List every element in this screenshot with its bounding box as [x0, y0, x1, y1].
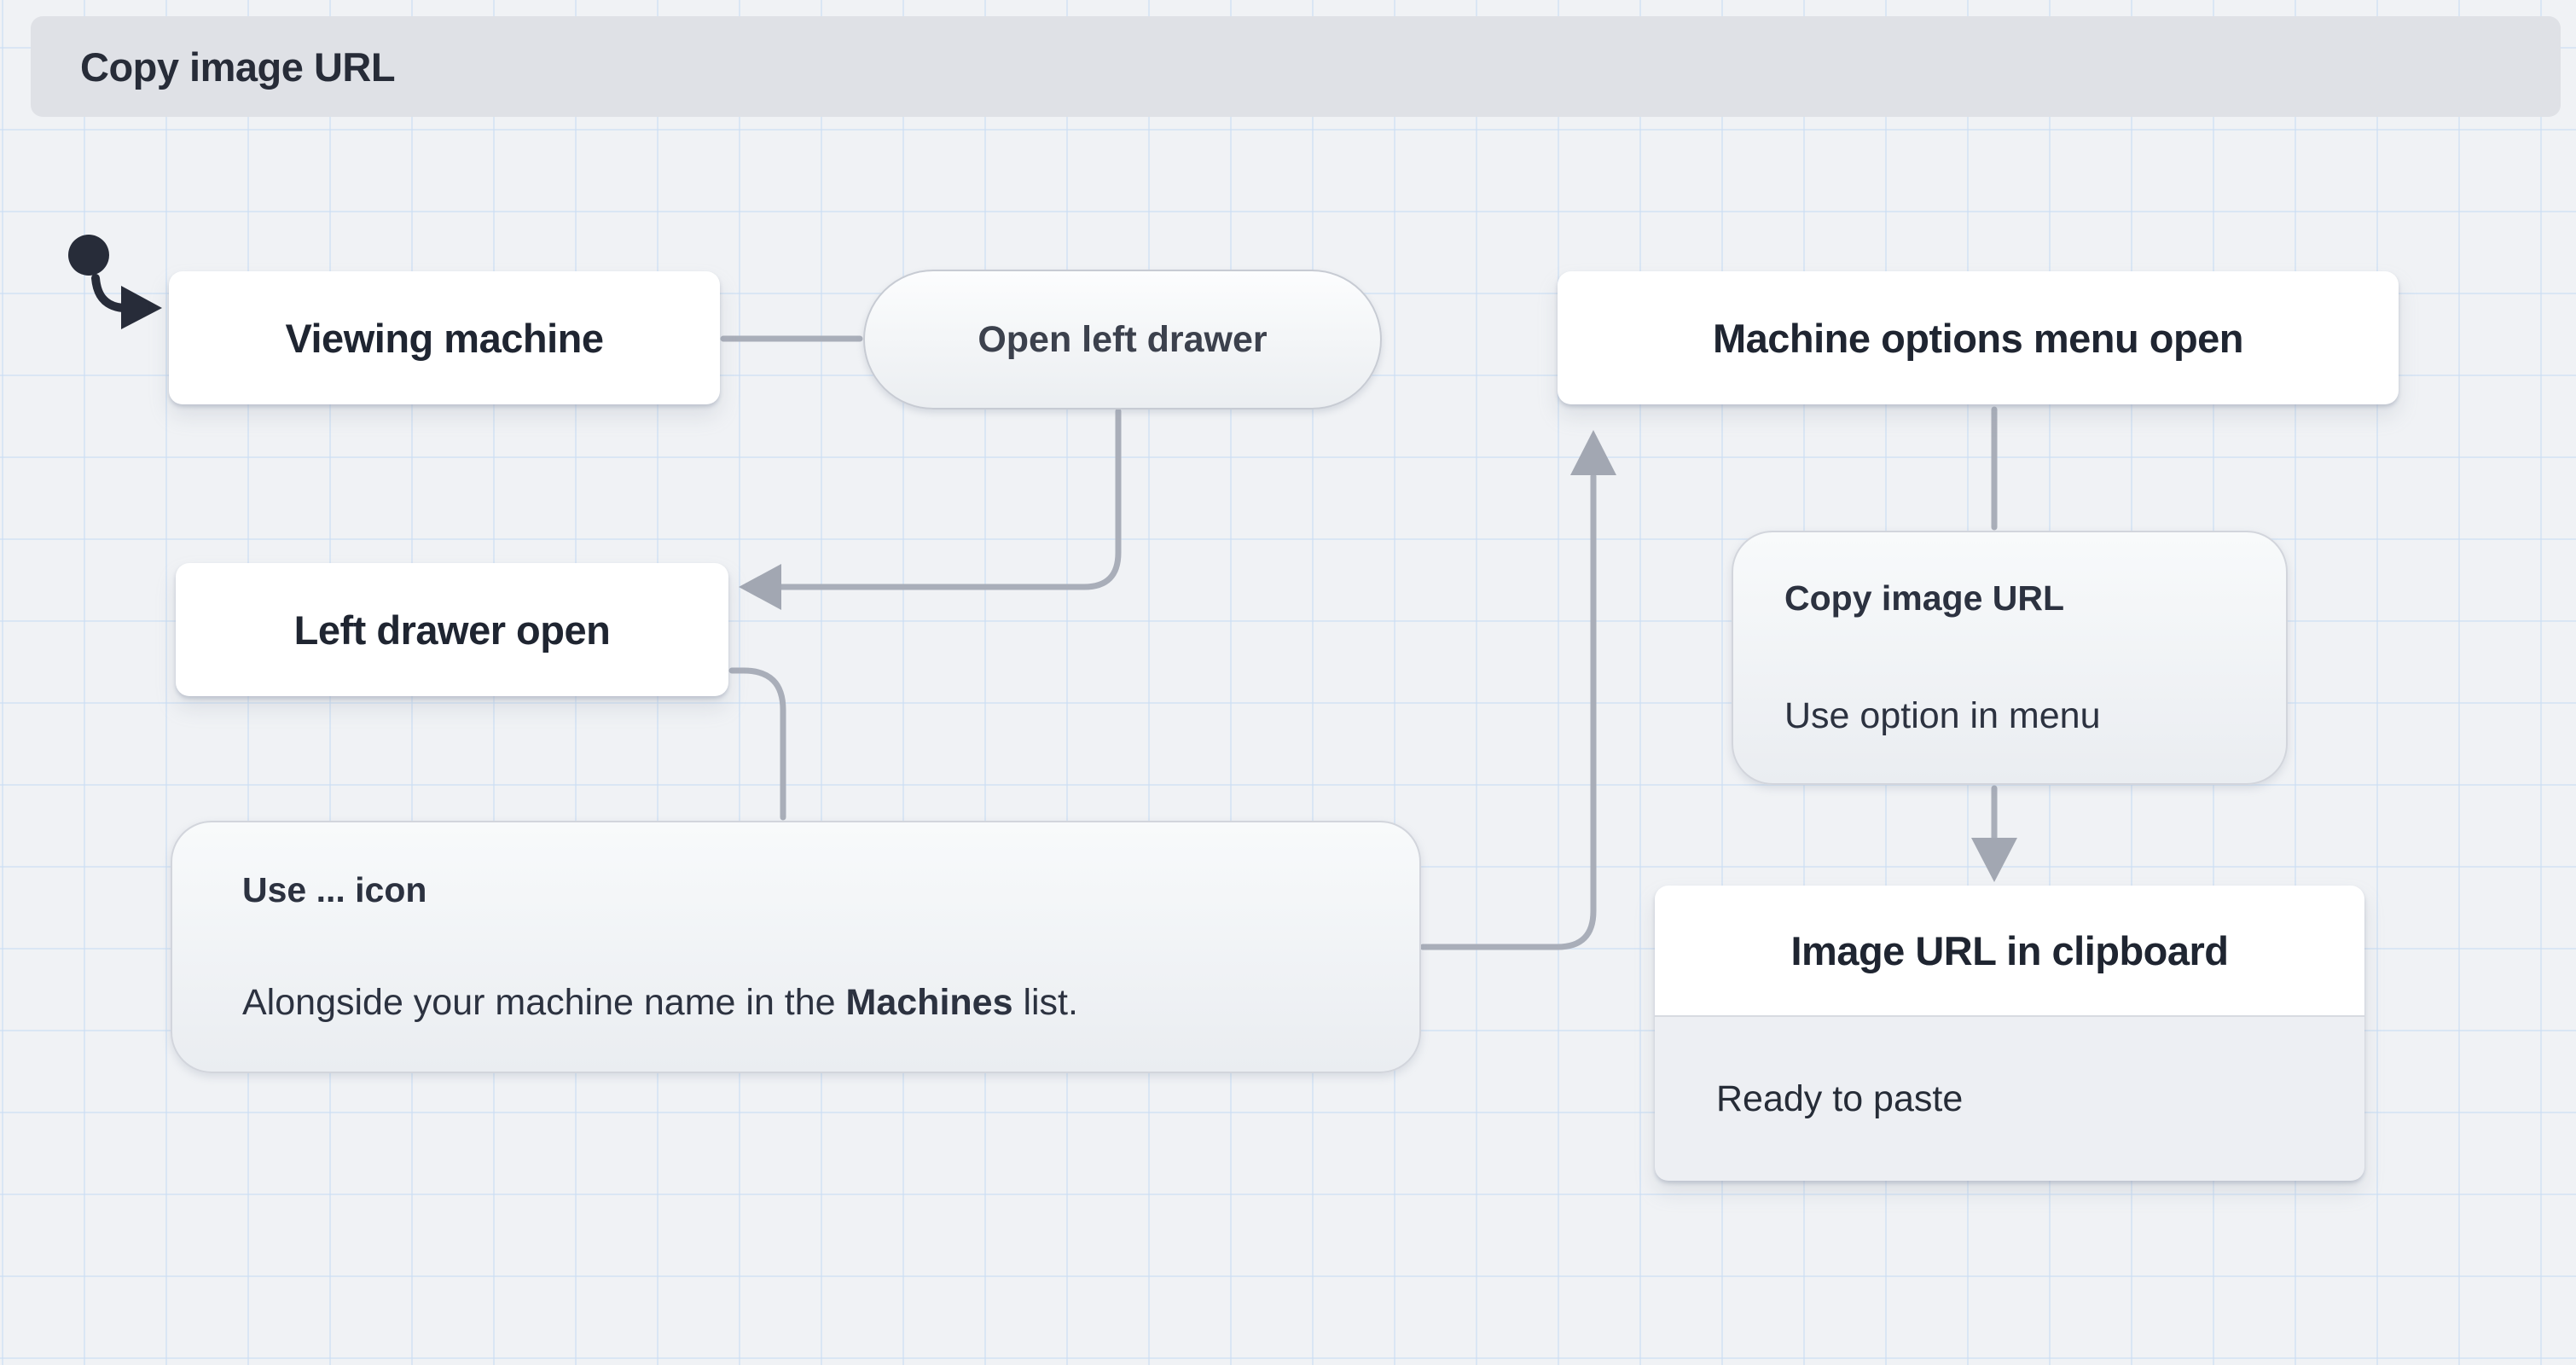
note-copy-image-url-body: Use option in menu	[1784, 695, 2101, 736]
state-viewing-machine: Viewing machine	[169, 271, 720, 404]
start-state-icon	[68, 235, 109, 276]
state-image-url-clipboard-title: Image URL in clipboard	[1790, 927, 2229, 973]
note-copy-image-url-title: Copy image URL	[1784, 578, 2065, 618]
state-machine-options-menu-label: Machine options menu open	[1712, 315, 2244, 361]
note-use-icon-body-bold: Machines	[845, 982, 1013, 1023]
arrowhead-left-drawer	[739, 564, 781, 610]
edge-left-drawer-to-use-icon-note	[728, 667, 786, 821]
state-image-url-clipboard: Image URL in clipboard Ready to paste	[1655, 886, 2364, 1181]
title-bar: Copy image URL	[31, 16, 2561, 117]
edge-open-drawer-to-left-drawer	[778, 408, 1122, 590]
note-use-icon-body-prefix: Alongside your machine name in the	[242, 982, 846, 1023]
edge-use-icon-to-machine-options	[1419, 473, 1597, 950]
arrowhead-clipboard	[1971, 838, 2017, 882]
note-use-icon-body: Alongside your machine name in the Machi…	[242, 982, 1078, 1024]
state-image-url-clipboard-header: Image URL in clipboard	[1655, 886, 2364, 1017]
state-left-drawer-open-label: Left drawer open	[293, 607, 611, 653]
note-use-icon: Use ... icon Alongside your machine name…	[171, 821, 1421, 1073]
note-use-icon-body-suffix: list.	[1012, 982, 1078, 1023]
note-copy-image-url: Copy image URL Use option in menu	[1732, 531, 2288, 785]
state-left-drawer-open: Left drawer open	[176, 563, 728, 696]
state-machine-options-menu: Machine options menu open	[1558, 271, 2399, 404]
arrowhead-machine-options	[1570, 430, 1616, 475]
state-image-url-clipboard-body: Ready to paste	[1655, 1017, 2364, 1181]
note-use-icon-title: Use ... icon	[242, 870, 427, 909]
title-bar-label: Copy image URL	[80, 44, 396, 90]
state-viewing-machine-label: Viewing machine	[285, 315, 604, 361]
transition-open-left-drawer-label: Open left drawer	[978, 318, 1268, 360]
transition-open-left-drawer: Open left drawer	[863, 270, 1382, 410]
state-image-url-clipboard-body-label: Ready to paste	[1716, 1077, 1964, 1119]
start-arrow	[91, 274, 162, 329]
